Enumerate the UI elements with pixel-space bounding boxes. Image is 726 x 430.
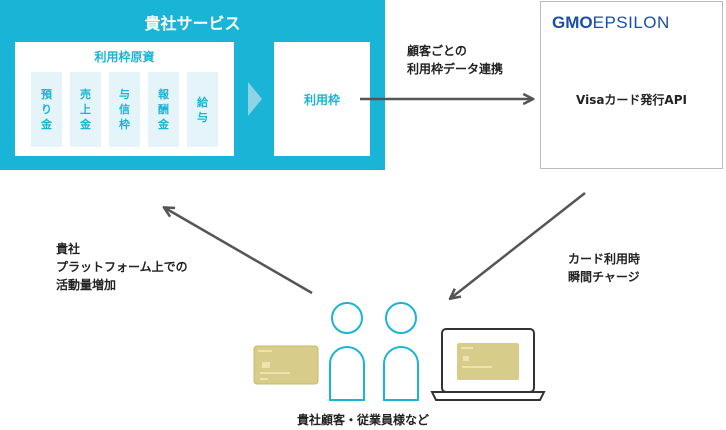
activity-label: 貴社プラットフォーム上での活動量増加 [56,242,188,292]
charge-arrow [451,192,586,298]
source-item-sales: 売上金 [70,72,101,147]
service-title: 貴社サービス [144,14,241,33]
gmo-panel [540,1,723,169]
source-item-credit: 与信枠 [109,72,140,147]
users-label: 貴社顧客・従業員様など [296,413,429,427]
activity-arrow [165,208,313,295]
api-label: Visaカード発行API [576,93,687,107]
instant-charge-label: カード利用時瞬間チャージ [568,252,641,284]
data-link-label: 顧客ごとの利用枠データ連携 [407,44,504,76]
laptop-icon [430,328,546,401]
credit-label: 利用枠 [303,92,340,107]
source-item-deposit: 預り金 [31,72,62,147]
source-item-salary: 給与 [187,72,218,147]
person-icon [329,302,365,401]
source-title: 利用枠原資 [94,50,155,64]
card-icon [253,345,319,385]
source-item-reward: 報酬金 [148,72,179,147]
gmo-epsilon-logo: GMOEPSILON [552,13,670,32]
person-icon [383,302,419,401]
credit-panel: 利用枠 [274,42,370,156]
arrow-right-icon [248,82,262,116]
